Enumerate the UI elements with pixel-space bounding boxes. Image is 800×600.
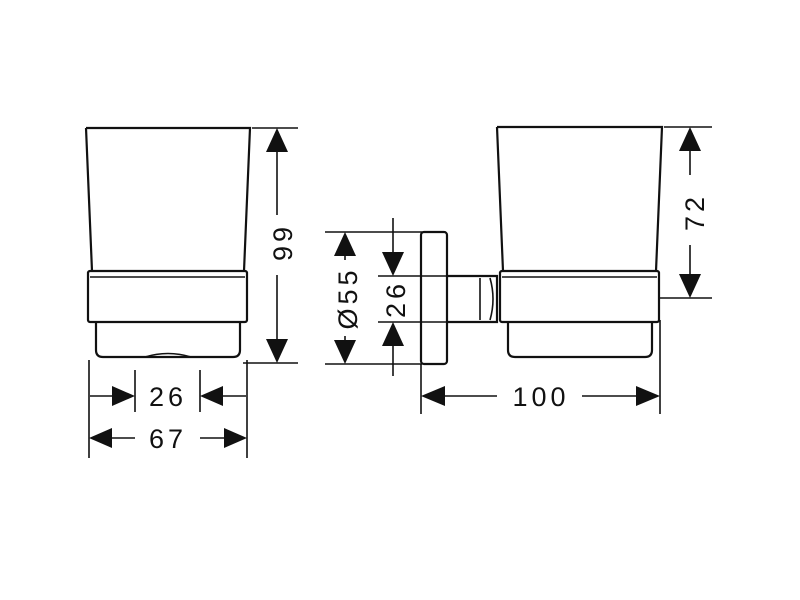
dim-99-label: 99 [268, 223, 298, 261]
dim-26s-arrow-top [382, 252, 404, 276]
side-holder-ring [498, 269, 661, 324]
dim-67-label: 67 [149, 424, 187, 454]
front-view: 99 26 67 [84, 126, 298, 458]
front-holder-ring [86, 269, 249, 324]
side-base-cup [506, 322, 654, 359]
dim-26s-arrow-bottom [382, 322, 404, 346]
side-wall-flange [419, 230, 449, 366]
front-base-foot [144, 352, 192, 358]
dim-99-arrow-top [266, 128, 288, 152]
dim-100-arrow-left [421, 386, 445, 406]
dim-72-label: 72 [680, 193, 710, 231]
side-view: Ø55 26 72 100 [325, 125, 712, 414]
dim-26f-arrow-right [200, 386, 223, 406]
side-support-arm [447, 274, 499, 324]
dim-67-arrow-left [89, 428, 112, 448]
dim-d55-arrow-bottom [334, 340, 356, 364]
dim-26f-label: 26 [149, 382, 187, 412]
front-glass-outline [84, 126, 252, 272]
dim-d55-label: Ø55 [333, 266, 363, 329]
dim-67-arrow-right [224, 428, 247, 448]
dim-26f-arrow-left [112, 386, 135, 406]
dim-72-arrow-top [679, 127, 701, 151]
dim-100-arrow-right [636, 386, 660, 406]
side-glass-outline [495, 125, 664, 272]
dim-99-arrow-bottom [266, 339, 288, 363]
dim-72-arrow-bottom [679, 274, 701, 298]
side-arm-curve [489, 277, 494, 321]
dim-d55-arrow-top [334, 232, 356, 256]
dim-26s-label: 26 [381, 280, 411, 318]
dim-100-label: 100 [512, 382, 569, 412]
front-base-cup [94, 322, 242, 359]
